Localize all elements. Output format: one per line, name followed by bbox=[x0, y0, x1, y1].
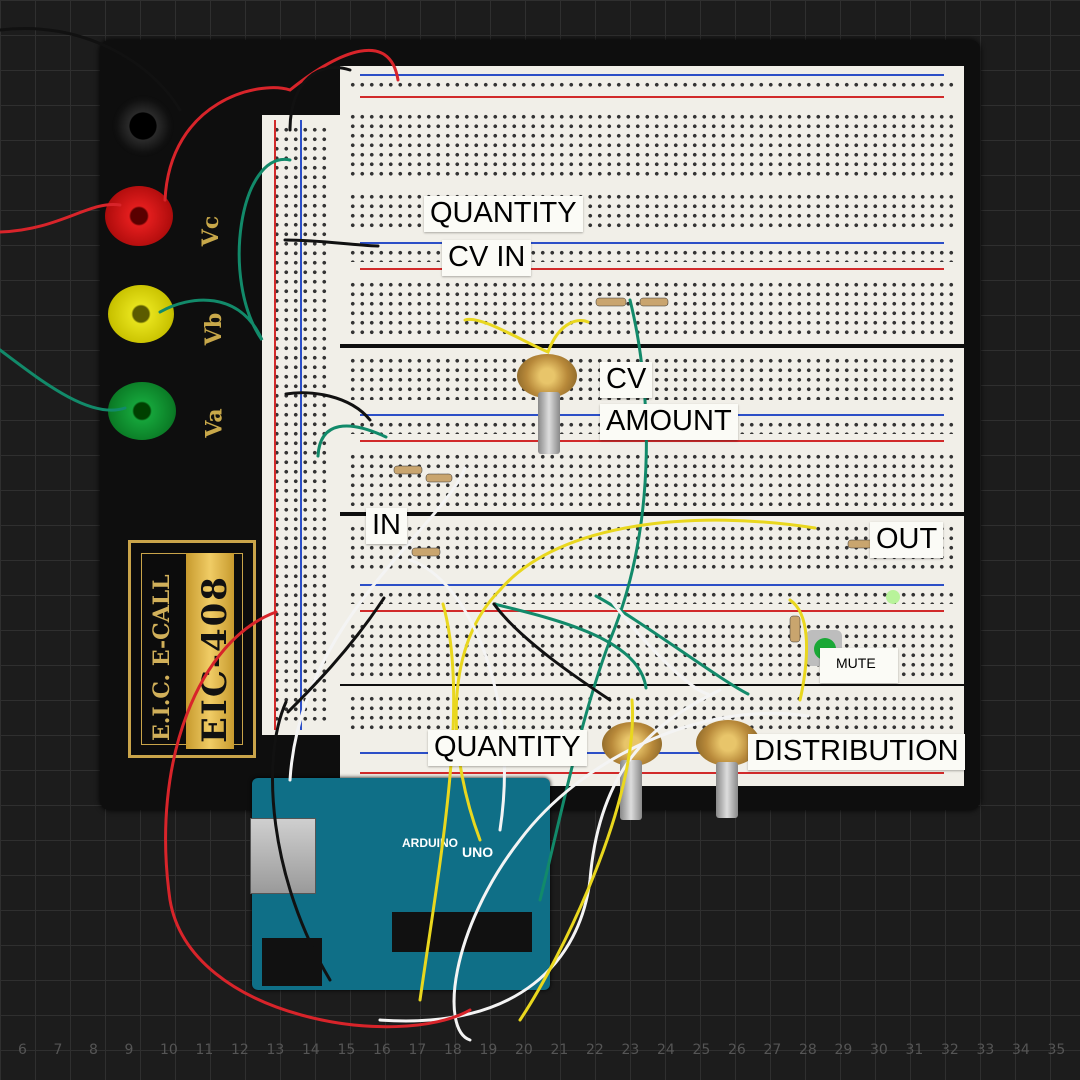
ruler-number: 23 bbox=[621, 1042, 640, 1058]
label-mute: MUTE bbox=[820, 648, 898, 684]
white-wire-qty bbox=[408, 558, 506, 832]
breadboard-top bbox=[340, 66, 964, 184]
green-wire-cv bbox=[316, 424, 388, 458]
resistor-4 bbox=[425, 473, 453, 483]
ruler-number: 19 bbox=[479, 1042, 498, 1058]
ruler-number: 34 bbox=[1012, 1042, 1030, 1058]
arduino-uno-board: ARDUINO UNO bbox=[250, 778, 550, 990]
white-wire-dist bbox=[452, 711, 810, 1042]
ruler-number: 7 bbox=[53, 1042, 63, 1058]
arduino-model-text: UNO bbox=[462, 844, 494, 860]
brand-plate: E.I.C. E-CALL EIC-408 bbox=[128, 540, 256, 758]
white-wire-low bbox=[378, 688, 722, 1023]
ruler-number: 6 bbox=[18, 1042, 27, 1058]
label-quantity-cv-in-line1: QUANTITY bbox=[424, 196, 583, 232]
ruler-number: 16 bbox=[373, 1042, 391, 1058]
black-wire-long bbox=[271, 700, 332, 982]
ruler-number: 29 bbox=[834, 1042, 853, 1058]
ruler-number: 25 bbox=[692, 1042, 711, 1058]
label-cv-amount-line2: AMOUNT bbox=[600, 404, 738, 440]
black-wire-top bbox=[288, 66, 352, 132]
label-cv-amount-line1: CV bbox=[600, 362, 653, 398]
ruler-number: 32 bbox=[941, 1042, 959, 1058]
ruler-number: 13 bbox=[266, 1042, 285, 1058]
ruler-number: 21 bbox=[550, 1042, 569, 1058]
resistor-5 bbox=[411, 547, 441, 557]
yellow-wire-out bbox=[454, 518, 817, 842]
black-wire-qty-cv bbox=[283, 238, 380, 248]
ruler-number: 9 bbox=[124, 1042, 134, 1058]
usb-port[interactable] bbox=[250, 818, 316, 894]
ruler-number: 8 bbox=[89, 1042, 98, 1058]
yellow-wire-qty bbox=[418, 602, 456, 1002]
ruler-number: 15 bbox=[337, 1042, 356, 1058]
ruler-number: 27 bbox=[763, 1042, 782, 1058]
ruler-number: 30 bbox=[870, 1042, 888, 1058]
ruler-number: 18 bbox=[444, 1042, 462, 1058]
left-power-rail-strip bbox=[262, 115, 340, 735]
ruler-number: 17 bbox=[408, 1042, 427, 1058]
label-quantity-cv-in-line2: CV IN bbox=[442, 240, 532, 276]
vb-terminal-post bbox=[108, 285, 174, 343]
resistor-7 bbox=[789, 615, 801, 643]
green-wire-left bbox=[0, 348, 127, 412]
distribution-knob-shaft[interactable] bbox=[716, 762, 738, 818]
microcontroller-chip bbox=[392, 912, 532, 952]
yellow-wire-cv bbox=[463, 317, 590, 354]
led bbox=[886, 590, 900, 604]
red-wire-long bbox=[164, 610, 472, 1029]
brand-plate-gold-band bbox=[186, 553, 234, 749]
label-quantity: QUANTITY bbox=[428, 730, 587, 766]
yellow-wire-dist bbox=[518, 698, 635, 1022]
red-wire-left bbox=[0, 202, 122, 234]
resistor-2 bbox=[639, 297, 669, 307]
cv-amount-knob-shaft[interactable] bbox=[538, 392, 560, 454]
cv-amount-potentiometer[interactable] bbox=[517, 354, 577, 398]
label-in: IN bbox=[366, 508, 407, 544]
ruler-number: 20 bbox=[515, 1042, 533, 1058]
ruler-number: 12 bbox=[231, 1042, 249, 1058]
ruler-number: 35 bbox=[1047, 1042, 1066, 1058]
resistor-3 bbox=[393, 465, 423, 475]
ruler-number: 26 bbox=[728, 1042, 746, 1058]
ruler-number: 28 bbox=[799, 1042, 817, 1058]
black-wire-mid2 bbox=[286, 596, 386, 714]
black-wire-mid bbox=[284, 391, 372, 422]
label-distribution: DISTRIBUTION bbox=[748, 734, 965, 770]
ruler-number: 33 bbox=[976, 1042, 995, 1058]
ruler-number: 31 bbox=[905, 1042, 924, 1058]
green-wire-dist bbox=[594, 594, 750, 696]
white-wire-in bbox=[288, 466, 467, 782]
red-wire-top bbox=[163, 49, 400, 202]
resistor-1 bbox=[595, 297, 627, 307]
white-wire-dist2 bbox=[606, 594, 710, 696]
black-wire-qty bbox=[492, 602, 612, 702]
green-wire-qty bbox=[492, 602, 648, 690]
va-terminal-post bbox=[108, 382, 176, 440]
ground-terminal-post bbox=[112, 95, 174, 157]
black-wire-top-left bbox=[0, 27, 182, 112]
ruler-number: 14 bbox=[302, 1042, 320, 1058]
ruler-number: 11 bbox=[195, 1042, 214, 1058]
ruler-number: 24 bbox=[657, 1042, 675, 1058]
vc-terminal-post bbox=[105, 186, 173, 246]
ruler-number: 10 bbox=[160, 1042, 178, 1058]
label-out: OUT bbox=[870, 522, 944, 558]
yellow-wire-mute bbox=[788, 598, 808, 702]
ruler-number: 22 bbox=[586, 1042, 604, 1058]
green-wire-vb bbox=[158, 158, 292, 341]
cutting-mat-ruler: 6 7 8 9 10 11 12 13 14 15 16 17 18 19 20 21 22 23 24 25 26 27… bbox=[0, 1038, 1080, 1080]
